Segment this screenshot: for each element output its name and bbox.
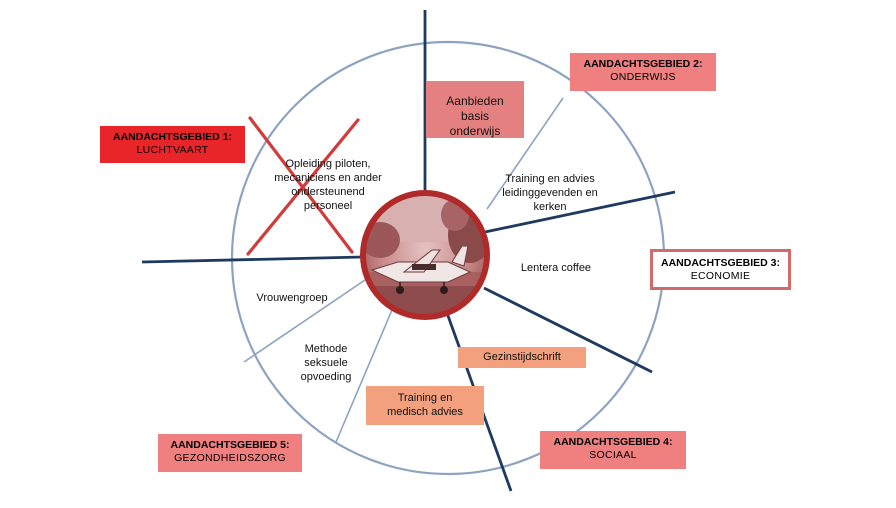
focus-area-4-name: SOCIAAL <box>589 449 637 461</box>
tag-gezinstijdschrift: Gezinstijdschrift <box>458 347 586 368</box>
focus-area-3-box: AANDACHTSGEBIED 3: ECONOMIE <box>650 249 791 290</box>
focus-area-1-name: LUCHTVAART <box>136 144 209 156</box>
divider-onderwijs <box>486 97 564 210</box>
focus-area-2-title: AANDACHTSGEBIED 2: <box>583 58 703 70</box>
focus-area-2-name: ONDERWIJS <box>610 71 676 83</box>
divider-gezondheid-right <box>335 309 393 443</box>
focus-area-1-title: AANDACHTSGEBIED 1: <box>112 131 232 143</box>
spoke-right-upper <box>484 190 676 234</box>
focus-area-5-box: AANDACHTSGEBIED 5: GEZONDHEIDSZORG <box>158 434 302 472</box>
tag-medisch-advies: Training en medisch advies <box>366 386 484 425</box>
spoke-left <box>141 255 364 264</box>
focus-area-4-title: AANDACHTSGEBIED 4: <box>553 436 673 448</box>
segment-opleiding: Opleiding piloten, mecaniciens en ander … <box>274 158 382 212</box>
segment-methode: Methode seksuele opvoeding <box>300 343 352 383</box>
hub-airplane-photo-icon <box>360 190 490 320</box>
focus-area-5-name: GEZONDHEIDSZORG <box>174 452 286 464</box>
focus-area-3-name: ECONOMIE <box>690 270 751 282</box>
segment-training-leiding: Training en advies leidinggevenden en ke… <box>502 173 598 213</box>
tag-basis-onderwijs: Aanbieden basis onderwijs <box>426 81 524 138</box>
focus-area-3-title: AANDACHTSGEBIED 3: <box>660 257 780 269</box>
segment-vrouwengroep: Vrouwengroep <box>256 292 328 304</box>
focus-area-1-box: AANDACHTSGEBIED 1: LUCHTVAART <box>100 126 245 163</box>
cross-out-mark-icon <box>246 116 360 256</box>
segment-lentera: Lentera coffee <box>520 262 592 274</box>
focus-area-4-box: AANDACHTSGEBIED 4: SOCIAAL <box>540 431 686 469</box>
focus-area-2-box: AANDACHTSGEBIED 2: ONDERWIJS <box>570 53 716 91</box>
focus-area-5-title: AANDACHTSGEBIED 5: <box>170 439 290 451</box>
spoke-right-lower <box>483 286 653 374</box>
divider-gezondheid-left <box>243 279 366 363</box>
